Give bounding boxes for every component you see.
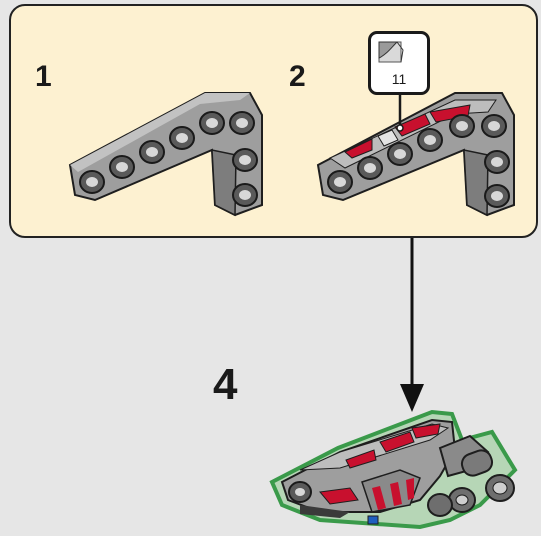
red-sticker [344, 104, 471, 159]
substep-number-2: 2 [289, 60, 306, 93]
substep-number-1: 1 [35, 60, 52, 93]
sticker-callout: 11 [368, 31, 430, 95]
axle-connectors [367, 434, 515, 525]
stickered-beam-part [316, 92, 515, 217]
l-beam-part [68, 92, 263, 217]
sticker-peel-icon [378, 41, 404, 63]
main-step-number: 4 [213, 360, 238, 409]
assembled-beam-part [280, 418, 457, 518]
sticker-number: 11 [391, 71, 407, 87]
